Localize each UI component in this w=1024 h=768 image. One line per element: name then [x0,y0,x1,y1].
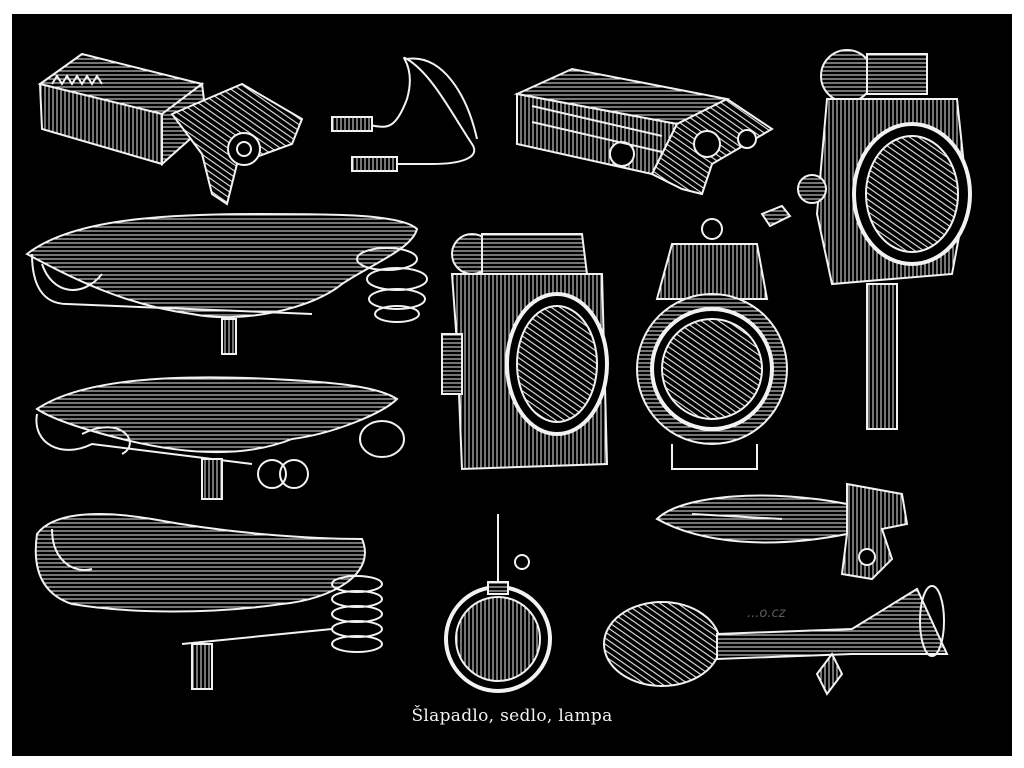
engraving-illustrations [25,49,972,696]
lantern-illustration [636,218,788,470]
cable-illustration [331,56,478,172]
saddle-illustration-long-spring [34,513,383,690]
saddle-illustration-open-frame [35,376,405,500]
plate-caption: Šlapadlo, sedlo, lampa [411,706,613,726]
wrench-illustration [655,482,909,581]
engraving-plate: ...o.cz Šlapadlo, sedlo, lampa [12,14,1012,756]
oil-can-illustration [444,514,552,693]
saddle-illustration-coil-spring [25,212,428,355]
headlamp-mount-illustration [760,49,972,430]
pedal-illustration-2 [513,67,774,196]
carbide-lamp-illustration [441,233,609,471]
bulb-horn-illustration [603,585,949,696]
watermark-text: ...o.cz [747,606,786,621]
pedal-illustration-1 [37,52,304,206]
